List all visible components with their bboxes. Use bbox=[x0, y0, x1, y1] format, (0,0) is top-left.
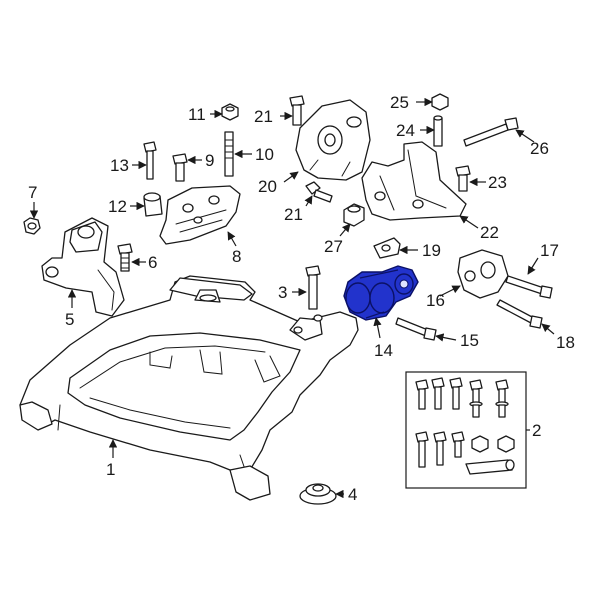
callout-21-top[interactable]: 21 bbox=[254, 107, 273, 126]
callout-25[interactable]: 25 bbox=[390, 93, 409, 112]
callout-21-lower[interactable]: 21 bbox=[284, 205, 303, 224]
bracket-8[interactable] bbox=[159, 185, 241, 245]
bolt-9[interactable] bbox=[172, 153, 188, 182]
mount-14-highlighted[interactable] bbox=[343, 265, 419, 321]
bolt-21-lower[interactable] bbox=[305, 181, 333, 203]
callout-24[interactable]: 24 bbox=[396, 121, 415, 140]
kit-sleeve bbox=[465, 459, 515, 475]
nut-25[interactable] bbox=[431, 93, 449, 111]
nut-27[interactable] bbox=[343, 203, 365, 227]
callout-14[interactable]: 14 bbox=[374, 341, 393, 360]
nut-11[interactable] bbox=[221, 103, 239, 121]
bolt-23[interactable] bbox=[455, 165, 471, 192]
bolt-18[interactable] bbox=[496, 299, 543, 329]
callout-22[interactable]: 22 bbox=[480, 223, 499, 242]
callout-1[interactable]: 1 bbox=[106, 460, 115, 479]
callout-20[interactable]: 20 bbox=[258, 177, 277, 196]
bushing-12[interactable] bbox=[143, 192, 163, 217]
callout-16[interactable]: 16 bbox=[426, 291, 445, 310]
callout-19[interactable]: 19 bbox=[422, 241, 441, 260]
subframe[interactable] bbox=[19, 275, 359, 501]
kit-bolt bbox=[495, 379, 509, 418]
kit-bolt bbox=[431, 377, 445, 410]
callout-2[interactable]: 2 bbox=[532, 421, 541, 440]
kit-bolt bbox=[469, 379, 483, 418]
hardware-kit-2[interactable] bbox=[405, 371, 527, 489]
callout-12[interactable]: 12 bbox=[108, 197, 127, 216]
callout-11[interactable]: 11 bbox=[188, 105, 206, 124]
bolt-13[interactable] bbox=[143, 141, 157, 180]
kit-bolt bbox=[451, 431, 465, 458]
callout-8[interactable]: 8 bbox=[232, 247, 241, 266]
grommet-4[interactable] bbox=[299, 483, 337, 505]
callout-labels: 1 2 3 4 5 6 7 8 9 10 11 12 13 14 15 16 1… bbox=[28, 93, 575, 504]
stud-24[interactable] bbox=[433, 115, 443, 147]
bolt-21-top[interactable] bbox=[289, 95, 305, 126]
kit-nut bbox=[497, 435, 515, 453]
bolt-17[interactable] bbox=[505, 275, 553, 299]
bolt-26[interactable] bbox=[463, 117, 519, 147]
callout-13[interactable]: 13 bbox=[110, 156, 129, 175]
callout-9[interactable]: 9 bbox=[205, 151, 214, 170]
kit-bolt bbox=[449, 377, 463, 410]
callout-17[interactable]: 17 bbox=[540, 241, 559, 260]
callout-23[interactable]: 23 bbox=[488, 173, 507, 192]
stud-10[interactable] bbox=[224, 131, 234, 177]
spacer-19[interactable] bbox=[373, 237, 401, 259]
bolt-3[interactable] bbox=[305, 265, 321, 310]
callout-4[interactable]: 4 bbox=[348, 485, 357, 504]
kit-bolt bbox=[415, 431, 429, 468]
callout-5[interactable]: 5 bbox=[65, 310, 74, 329]
bracket-16[interactable] bbox=[457, 249, 509, 299]
transmission-mount-20[interactable] bbox=[295, 99, 371, 181]
callout-18[interactable]: 18 bbox=[556, 333, 575, 352]
callout-10[interactable]: 10 bbox=[255, 145, 274, 164]
kit-bolt bbox=[415, 379, 429, 410]
kit-nut bbox=[471, 435, 489, 453]
callout-3[interactable]: 3 bbox=[278, 283, 287, 302]
callout-15[interactable]: 15 bbox=[460, 331, 479, 350]
kit-bolt bbox=[433, 431, 447, 466]
callout-27[interactable]: 27 bbox=[324, 237, 343, 256]
nut-7[interactable] bbox=[23, 217, 41, 235]
callout-7[interactable]: 7 bbox=[28, 183, 37, 202]
bolt-6[interactable] bbox=[117, 243, 133, 272]
callout-6[interactable]: 6 bbox=[148, 253, 157, 272]
leader-lines bbox=[29, 97, 555, 499]
bolt-15[interactable] bbox=[395, 317, 437, 341]
left-engine-mount[interactable] bbox=[41, 217, 125, 317]
bracket-22[interactable] bbox=[361, 141, 467, 221]
callout-26[interactable]: 26 bbox=[530, 139, 549, 158]
